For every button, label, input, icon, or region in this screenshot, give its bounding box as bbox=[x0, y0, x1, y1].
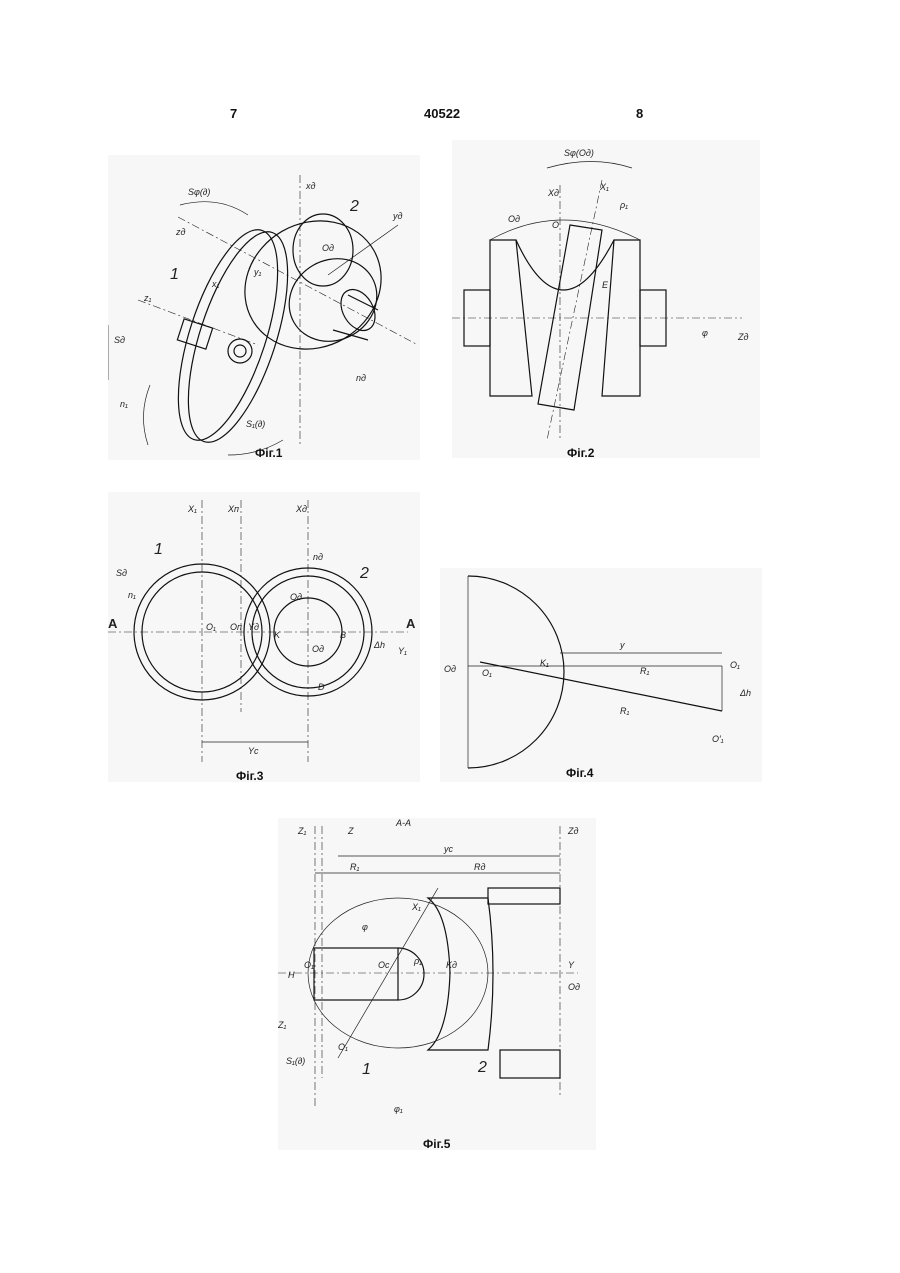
fig3-label-a-right: A bbox=[406, 616, 416, 631]
fig2-label-rho: ρ₁ bbox=[619, 200, 628, 210]
fig1-label-zd: zд bbox=[175, 227, 186, 237]
fig3-label-nd: nд bbox=[313, 552, 323, 562]
fig4-label-o1-prime: O′₁ bbox=[712, 734, 724, 744]
fig3-label-dh: Δh bbox=[373, 640, 385, 650]
fig2-caption: Фіг.2 bbox=[567, 446, 594, 460]
fig3-label-on: Oп bbox=[230, 622, 242, 632]
fig1-label-z1: z₁ bbox=[143, 293, 152, 303]
fig2-label-o: O bbox=[552, 220, 559, 230]
fig3-caption: Фіг.3 bbox=[236, 769, 263, 783]
fig3-label-2: 2 bbox=[359, 565, 369, 582]
fig5-label-h: H bbox=[288, 970, 295, 980]
fig4-label-od: Oд bbox=[444, 664, 456, 674]
fig1-label-ni: n₁ bbox=[120, 399, 128, 409]
fig5-label-pk: ρ₁ bbox=[413, 956, 422, 966]
figure-2: Sφ(Oд) Xд X₁ Oд O ρ₁ E φ Zд bbox=[452, 140, 760, 458]
fig3-label-yd: Yд bbox=[248, 622, 259, 632]
figure-4: Oд O₁ K₁ y R₁ R₁ O₁ Δh O′₁ bbox=[440, 568, 762, 782]
fig3-label-xn: Xп bbox=[227, 504, 239, 514]
fig5-label-phi1: φ₁ bbox=[394, 1104, 403, 1114]
fig2-label-x1: X₁ bbox=[599, 182, 609, 192]
fig3-label-1: 1 bbox=[154, 541, 163, 558]
fig4-label-dh: Δh bbox=[739, 688, 751, 698]
fig1-label-1: 1 bbox=[170, 266, 179, 283]
fig1-label-yd: yд bbox=[392, 211, 403, 221]
fig4-label-r1a: R₁ bbox=[640, 666, 649, 676]
fig5-label-oc: Oс bbox=[378, 960, 390, 970]
fig2-label-sphi: Sφ(Oд) bbox=[564, 148, 594, 158]
fig5-label-od: Oд bbox=[568, 982, 580, 992]
fig5-label-rd: Rд bbox=[474, 862, 485, 872]
fig1-label-xd: xд bbox=[305, 181, 316, 191]
document-number: 40522 bbox=[424, 106, 460, 121]
fig3-label-od: Oд bbox=[290, 592, 302, 602]
fig5-label-1: 1 bbox=[362, 1061, 371, 1078]
fig4-label-r1b: R₁ bbox=[620, 706, 629, 716]
fig3-label-n1: n₁ bbox=[128, 590, 136, 600]
fig4-caption: Фіг.4 bbox=[566, 766, 593, 780]
fig5-label-z1: Z₁ bbox=[297, 826, 306, 836]
fig3-label-sd: Sд bbox=[116, 568, 127, 578]
fig5-label-phi: φ bbox=[362, 922, 368, 932]
fig1-label-sphi: Sφ(∂) bbox=[188, 187, 210, 197]
fig3-label-y1: Y₁ bbox=[398, 646, 407, 656]
fig5-label-kd: Kд bbox=[446, 960, 457, 970]
fig5-label-z1b: Z₁ bbox=[278, 1020, 286, 1030]
fig5-label-r1: R₁ bbox=[350, 862, 359, 872]
fig1-label-od: Oд bbox=[322, 243, 334, 253]
fig5-label-yc: yс bbox=[443, 844, 454, 854]
fig5-label-2: 2 bbox=[477, 1059, 487, 1076]
fig5-label-o1b: O₁ bbox=[338, 1042, 348, 1052]
fig3-label-d: D bbox=[318, 682, 325, 692]
page-number-left: 7 bbox=[230, 106, 237, 121]
fig2-label-od: Oд bbox=[508, 214, 520, 224]
fig5-label-s1: S₁(∂) bbox=[286, 1056, 305, 1066]
figure-1: Sφ(∂) xд yд zд Oд 1 2 x₁ y₁ z₁ Sд nд n₁ … bbox=[108, 155, 420, 460]
fig3-label-b: B bbox=[340, 630, 346, 640]
fig1-label-y1: y₁ bbox=[253, 267, 262, 277]
fig5-label-y: Y bbox=[568, 960, 575, 970]
fig3-label-yc: Yс bbox=[248, 746, 259, 756]
fig4-label-o1: O₁ bbox=[482, 668, 492, 678]
fig1-label-s1: S₁(∂) bbox=[246, 419, 265, 429]
fig1-label-x1: x₁ bbox=[211, 279, 220, 289]
fig4-label-o1-right: O₁ bbox=[730, 660, 740, 670]
fig4-label-y: y bbox=[619, 640, 625, 650]
fig1-label-2: 2 bbox=[349, 198, 359, 215]
fig1-caption: Фіг.1 bbox=[255, 446, 282, 460]
fig1-label-sd: Sд bbox=[114, 335, 125, 345]
fig3-label-a-left: A bbox=[108, 616, 118, 631]
fig3-label-k: K bbox=[274, 630, 281, 640]
fig5-label-o1: O₁ bbox=[304, 960, 314, 970]
fig2-label-zd: Zд bbox=[737, 332, 748, 342]
fig5-label-aa: A-A bbox=[395, 818, 411, 828]
fig4-label-k1: K₁ bbox=[540, 658, 549, 668]
fig5-label-z: Z bbox=[347, 826, 354, 836]
fig1-label-nd: nд bbox=[356, 373, 366, 383]
fig5-label-zd: Zд bbox=[567, 826, 578, 836]
fig2-label-phi: φ bbox=[702, 328, 708, 338]
figure-5: Z₁ Z A-A Zд yс R₁ Rд X₁ φ H O₁ Oс ρ₁ Kд … bbox=[278, 818, 596, 1150]
fig3-label-o1: O₁ bbox=[206, 622, 216, 632]
fig5-caption: Фіг.5 bbox=[423, 1137, 450, 1151]
fig3-label-xd: Xд bbox=[295, 504, 307, 514]
fig2-label-xd: Xд bbox=[547, 188, 559, 198]
fig3-label-od2: Oд bbox=[312, 644, 324, 654]
fig2-label-e: E bbox=[602, 280, 609, 290]
figure-3: X₁ Xп Xд Sд n₁ nд 1 2 A A O₁ Oп Yд Oд K … bbox=[108, 492, 420, 782]
fig5-label-x1: X₁ bbox=[411, 902, 421, 912]
fig3-label-x1: X₁ bbox=[187, 504, 197, 514]
page-number-right: 8 bbox=[636, 106, 643, 121]
